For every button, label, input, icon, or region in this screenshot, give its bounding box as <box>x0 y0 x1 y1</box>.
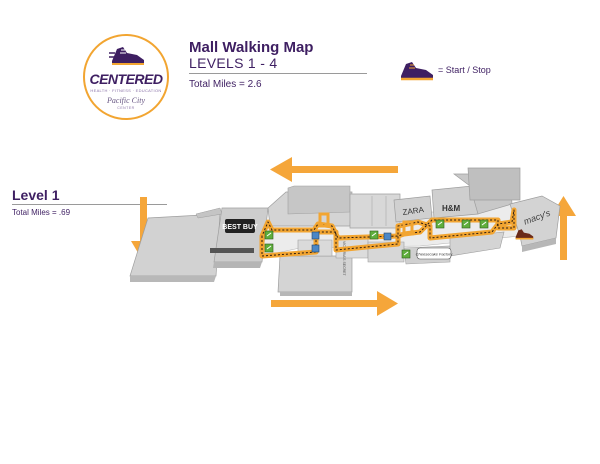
legend-label: = Start / Stop <box>438 65 491 75</box>
store-label-cheesecake: Cheesecake Factory <box>416 252 454 257</box>
walking-route <box>259 207 517 259</box>
logo-subtitle: Pacific City <box>107 96 145 105</box>
logo-sneaker-icon <box>109 47 144 65</box>
store-label-zara: ZARA <box>402 205 425 217</box>
store-macys <box>509 195 561 252</box>
total-miles-label: Total Miles = 2.6 <box>189 79 262 90</box>
store-sign <box>210 248 254 253</box>
title-divider <box>189 73 367 74</box>
elevator-marker-icon <box>311 231 320 240</box>
logo-tagline: HEALTH · FITNESS · EDUCATION <box>90 88 162 93</box>
page-title: Mall Walking Map <box>189 39 314 56</box>
level-title: Level 1 <box>12 187 60 203</box>
fitness-marker-icon <box>264 230 274 240</box>
store-logo-cheesecake-factory <box>416 247 452 260</box>
centered-logo: CENTERED HEALTH · FITNESS · EDUCATION Pa… <box>83 34 169 120</box>
sneaker-icon <box>401 62 433 81</box>
store-label-hm: H&M <box>442 204 461 213</box>
logo-subtitle-small: CENTER <box>117 106 135 110</box>
route-markers <box>264 219 489 259</box>
levels-subtitle: LEVELS 1 - 4 <box>189 55 278 71</box>
level-divider <box>12 204 167 205</box>
store-label-victorias-secret: VICTORIA'S SECRET <box>342 241 346 276</box>
level-total-miles: Total Miles = .69 <box>12 208 71 217</box>
fitness-marker-icon <box>479 219 489 229</box>
fitness-marker-icon <box>401 249 411 259</box>
elevator-marker-icon <box>383 232 392 241</box>
logo-brand-text: CENTERED <box>89 71 163 87</box>
direction-arrow-bottom <box>271 291 398 316</box>
direction-arrow-top <box>270 157 398 182</box>
fitness-marker-icon <box>264 243 274 253</box>
fitness-marker-icon <box>369 230 379 240</box>
fitness-marker-icon <box>435 219 445 229</box>
start-stop-sneaker-icon <box>515 229 534 240</box>
elevator-marker-icon <box>311 244 320 253</box>
store-label-best-buy: BEST BUY <box>222 224 258 231</box>
stores-top-row <box>267 167 521 229</box>
store-anchor-left <box>129 207 223 282</box>
fitness-marker-icon <box>461 219 471 229</box>
